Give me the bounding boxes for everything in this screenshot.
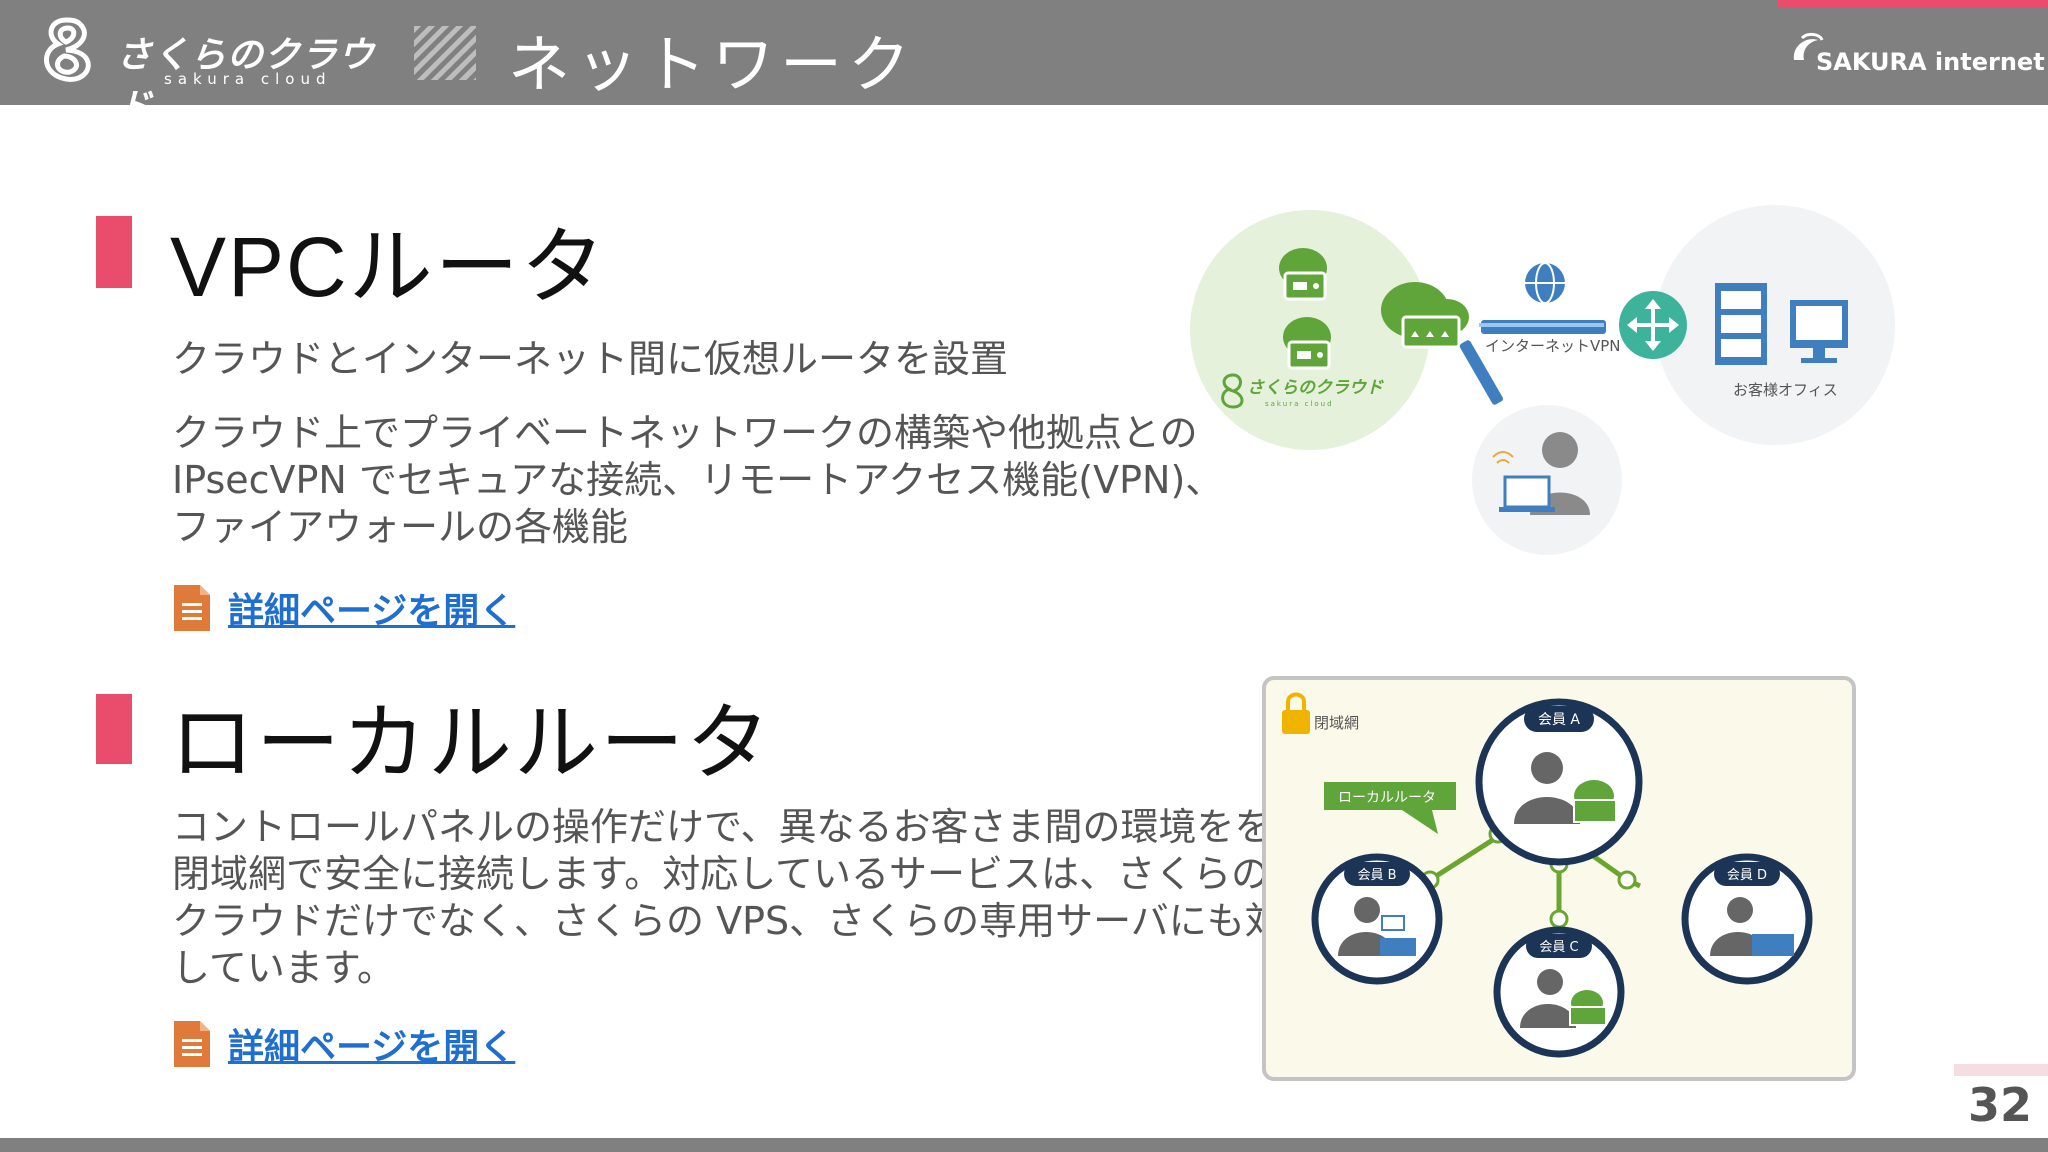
sakura-cloud-logo: さくらのクラウド sakura cloud [36, 12, 386, 128]
member-label: 会員 C [1539, 940, 1578, 955]
description-line: コントロールパネルの操作だけで、異なるお客さま間の環境をを [172, 805, 1273, 849]
cloud-logo-mark-icon [1221, 373, 1244, 409]
remote-cable [1459, 340, 1503, 405]
lock-icon [1282, 692, 1310, 734]
section-marker [96, 216, 132, 288]
router-node-icon [1619, 291, 1687, 359]
description-line: クラウドだけでなく、さくらの VPS、さくらの専用サーバにも対応 [172, 899, 1321, 943]
document-icon [174, 585, 210, 631]
description-line: しています。 [172, 946, 396, 990]
member-label: 会員 A [1538, 712, 1580, 728]
section-marker [96, 694, 132, 764]
router-speech-bubble: ローカルルータ [1324, 782, 1456, 834]
vpn-label: インターネットVPN [1485, 337, 1621, 355]
sakura-swirl-icon [44, 17, 91, 82]
hatch-decoration [414, 26, 476, 80]
member-b-node: 会員 B [1311, 853, 1443, 985]
member-label: 会員 B [1357, 868, 1396, 883]
local-router-details-link[interactable]: 詳細ページを開く [172, 1018, 515, 1070]
cloud-logo-en-text: sakura cloud [1265, 400, 1334, 408]
member-c-node: 会員 C [1493, 926, 1625, 1058]
footer-bar [0, 1138, 2048, 1152]
page-title: ネットワーク [508, 28, 917, 101]
section-description-vpc-router: クラウド上でプライベートネットワークの構築や他拠点との IPsecVPN でセキ… [172, 410, 1223, 551]
link-label[interactable]: 詳細ページを開く [228, 1027, 516, 1068]
page-number: 32 [1967, 1078, 2032, 1132]
sakura-internet-mark-icon [1793, 32, 1824, 60]
page-number-box [1954, 1064, 2048, 1138]
link-label[interactable]: 詳細ページを開く [228, 591, 516, 632]
vpc-router-icon [1381, 282, 1469, 349]
section-description-local-router: コントロールパネルの操作だけで、異なるお客さま間の環境をを 閉域網で安全に接続し… [172, 804, 1321, 992]
local-router-diagram: 閉域網 ローカルルータ 会員 A 会員 B [1262, 676, 1856, 1081]
router-label: ローカルルータ [1338, 790, 1436, 806]
office-label: お客様オフィス [1733, 381, 1838, 399]
member-a-node: 会員 A [1475, 698, 1643, 866]
remote-user-icon [1492, 432, 1590, 515]
header-bar: さくらのクラウド sakura cloud ネットワーク SAKURA inte… [0, 0, 2048, 128]
vpc-router-details-link[interactable]: 詳細ページを開く [172, 582, 515, 634]
cloud-logo-text: さくらのクラウド [1247, 378, 1384, 398]
section-subtitle-vpc-router: クラウドとインターネット間に仮想ルータを設置 [172, 337, 1009, 381]
description-line: ファイアウォールの各機能 [172, 505, 629, 549]
internet-globe-icon [1525, 262, 1565, 304]
description-line: 閉域網で安全に接続します。対応しているサービスは、さくらの [172, 852, 1270, 896]
page-number-accent [1954, 1064, 2048, 1076]
office-server-icon [1715, 283, 1767, 365]
office-zone-circle [1655, 205, 1895, 445]
member-label: 会員 D [1727, 868, 1767, 883]
server-cloud-icon [1279, 248, 1327, 301]
member-d-node: 会員 D [1681, 853, 1813, 985]
section-title-vpc-router: VPCルータ [170, 220, 607, 314]
server-cloud-icon [1283, 317, 1331, 370]
office-monitor-icon [1790, 300, 1848, 363]
closed-network-label: 閉域網 [1314, 714, 1359, 732]
vpc-router-diagram: インターネットVPN お客様オフィス さくらのクラウド sakura cloud [1190, 205, 1895, 555]
brand-accent-bar [1778, 0, 2048, 8]
sakura-internet-logo: SAKURA internet [1788, 30, 2045, 80]
section-title-local-router: ローカルルータ [170, 696, 773, 790]
description-line: クラウド上でプライベートネットワークの構築や他拠点との [172, 411, 1198, 455]
logo-japanese-text: さくらのクラウド [116, 35, 376, 128]
document-icon [174, 1021, 210, 1067]
logo-english-text: sakura cloud [164, 70, 332, 88]
description-line: IPsecVPN でセキュアな接続、リモートアクセス機能(VPN)、 [172, 458, 1224, 502]
brand-text: SAKURA internet [1816, 48, 2045, 76]
